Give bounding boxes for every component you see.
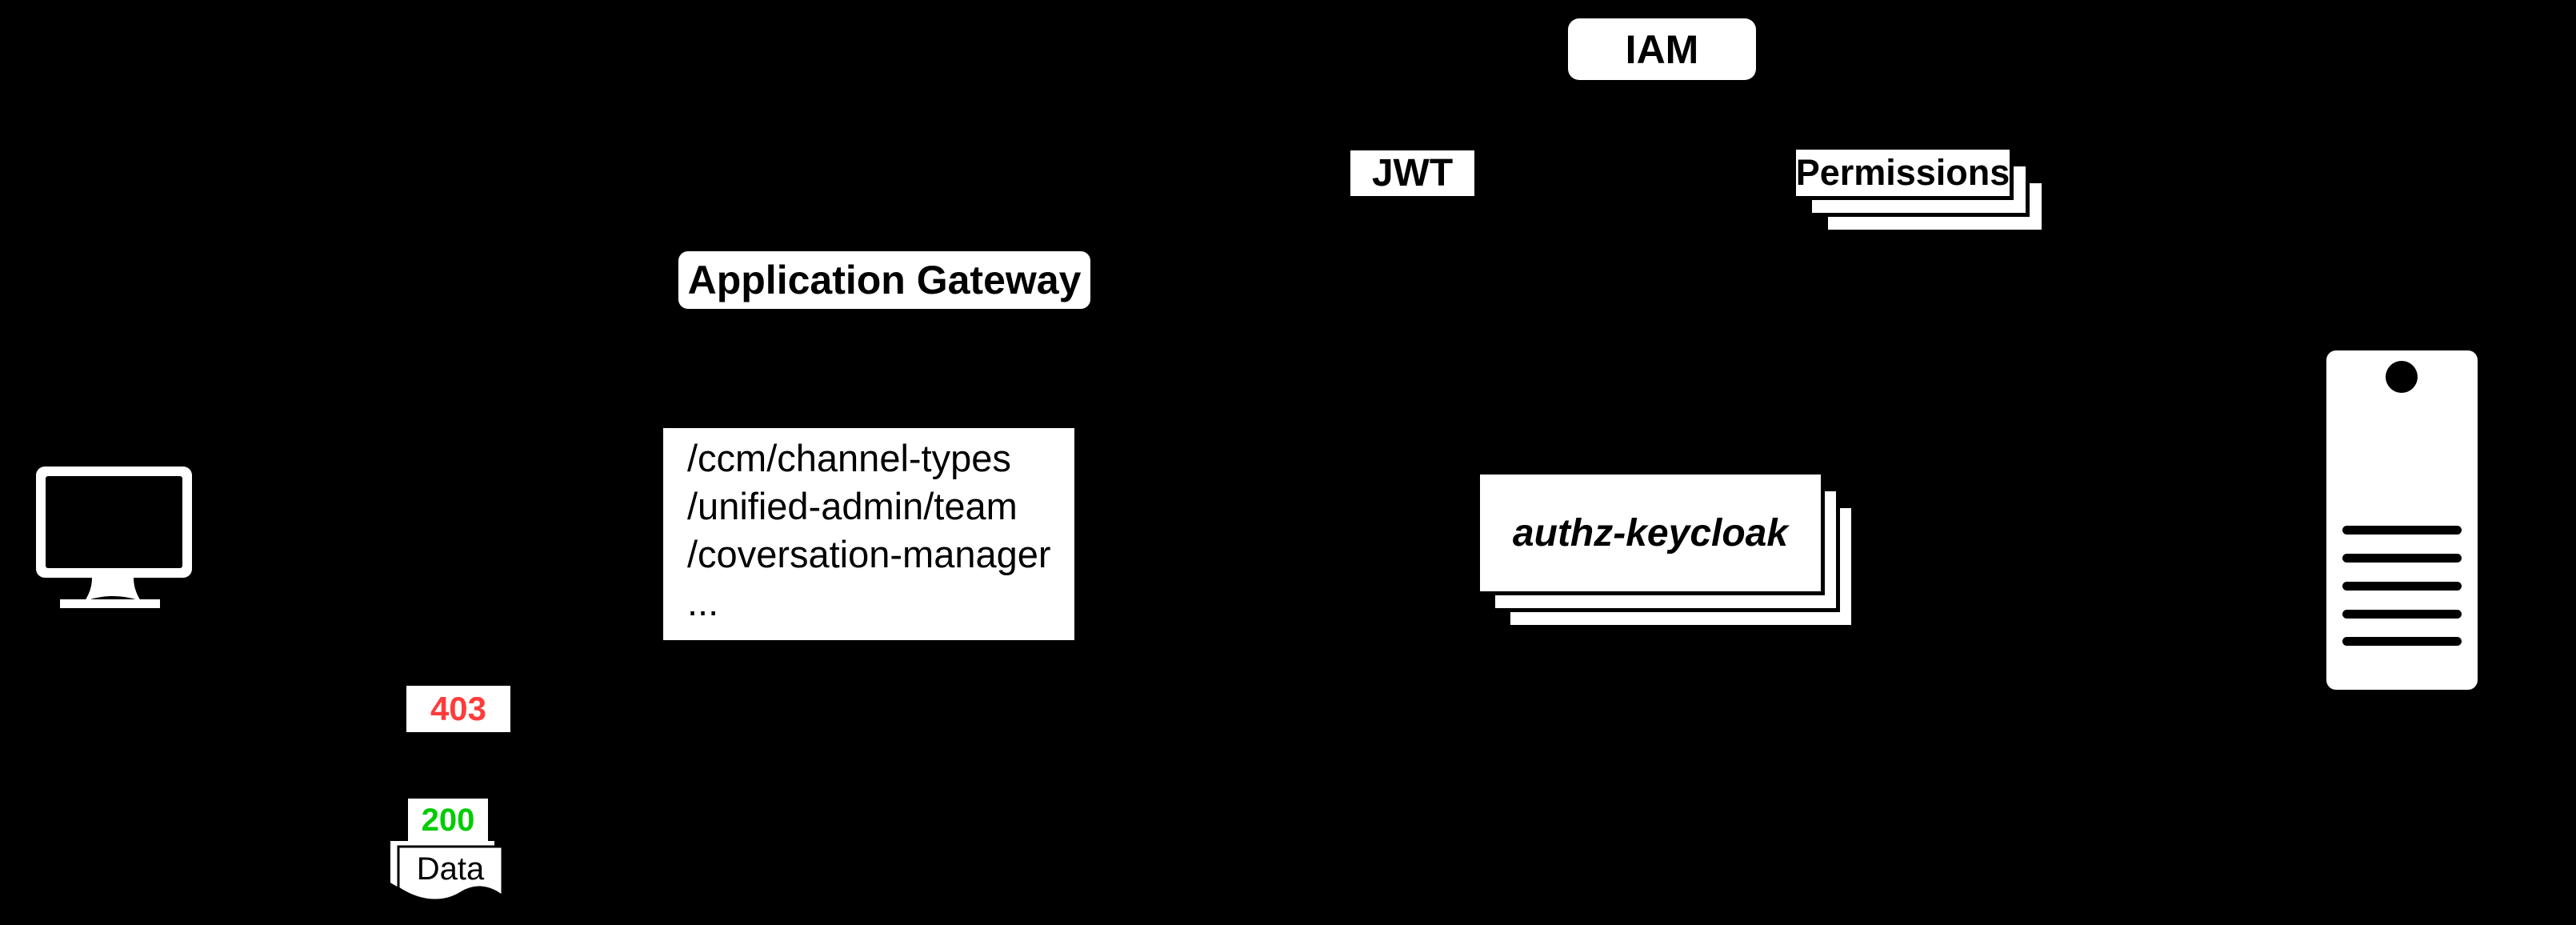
authz-keycloak-label: authz-keycloak [1476,471,1825,595]
route-item: /unified-admin/team [687,485,1018,527]
jwt-node: JWT [1350,150,1474,196]
permissions-label: Permissions [1792,146,2014,200]
server-node [2326,350,2478,690]
route-item: /ccm/channel-types [687,437,1011,479]
route-item: /coversation-manager [687,533,1051,575]
data-document-node [390,841,507,910]
server-icon [2326,350,2478,690]
iam-node: IAM [1568,18,1756,80]
data-document-label: Data [416,851,485,887]
document-icon [390,841,504,902]
monitor-icon [36,467,192,608]
status-200-badge: 200 [408,799,488,842]
routes-list-node: /ccm/channel-types /unified-admin/team /… [663,428,1074,640]
application-gateway-node: Application Gateway [678,251,1090,309]
client-node [36,467,192,608]
status-403-badge: 403 [406,686,510,732]
route-item: ... [687,581,719,623]
